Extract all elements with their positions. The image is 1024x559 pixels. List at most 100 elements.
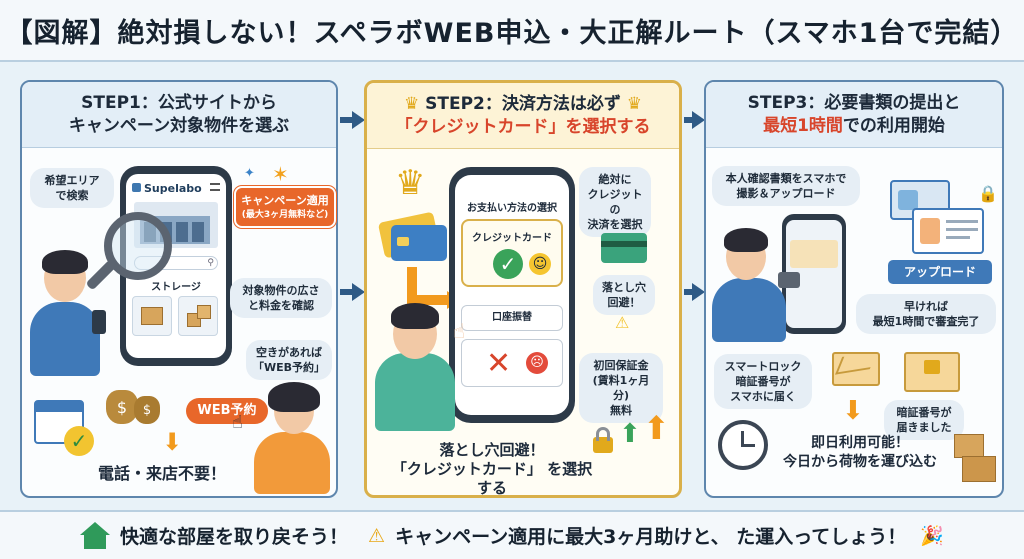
clock-icon (718, 420, 768, 470)
step3-heading-line1: STEP3：必要書類の提出と (747, 92, 961, 113)
step3-heading-line2: 最短1時間での利用開始 (763, 115, 945, 138)
sad-face-icon: ☹ (526, 352, 548, 374)
down-arrow-icon: ⬇ (842, 396, 864, 426)
pointing-person-illustration (375, 353, 455, 431)
magnifying-glass-icon (104, 212, 172, 280)
arrow-head (692, 111, 705, 129)
up-arrow-icon: ⬆ (619, 419, 641, 449)
step2-footer-line1: 落とし穴回避！ (439, 441, 545, 459)
payment-screen-title: お支払い方法の選択 (467, 203, 557, 214)
box-card-right[interactable] (178, 296, 218, 336)
person-with-phone-illustration (30, 302, 100, 376)
page-title: 【図解】絶対損しない！スペラボWEB申込・大正解ルート（スマホ1台で完結） (0, 0, 1024, 62)
padlock-icon: 🔒 (978, 184, 998, 203)
padlock-icon (593, 437, 613, 453)
money-bag-icon: $ (106, 390, 138, 424)
credit-card-icon (391, 225, 447, 261)
step1-panel: STEP1：公式サイトから キャンペーン対象物件を選ぶ 希望エリア で検索 Su… (20, 80, 338, 498)
upload-button[interactable]: アップロード (888, 260, 992, 284)
bubble-check-size-price: 対象物件の広さ と料金を確認 (230, 278, 332, 318)
arrow-head (692, 283, 705, 301)
arrow-head (352, 111, 365, 129)
padlock-shackle (596, 427, 610, 441)
arrow-step1-to-step2-top (340, 117, 354, 123)
credit-card-icon (601, 233, 647, 263)
person-hair (268, 382, 320, 412)
arrow-step2-to-step3-top (684, 117, 694, 123)
bubble-pitfall: 落とし穴 回避！ (593, 275, 655, 315)
smile-face-icon: ☺ (529, 253, 551, 275)
box-card-left[interactable] (132, 296, 172, 336)
check-circle-icon: ✓ (493, 249, 523, 279)
bubble-web-reserve: 空きがあれば 「WEB予約」 (246, 340, 332, 380)
payment-option-credit-card[interactable]: クレジットカード ✓ ☺ (461, 219, 563, 287)
step3-phone (782, 214, 846, 334)
step2-footer: 落とし穴回避！ 「クレジットカード」 を選択する (387, 441, 597, 498)
step1-heading-line2: キャンペーン対象物件を選ぶ (68, 115, 290, 136)
search-icon: ⚲ (207, 258, 214, 268)
crown-icon: ♛ (403, 93, 420, 114)
warning-icon: ⚠ (368, 524, 386, 547)
hamburger-menu-icon[interactable] (210, 183, 220, 191)
step3-footer-line1: 即日利用可能！ (811, 435, 909, 451)
step1-footer-text: 電話・来店不要！ (97, 464, 226, 483)
step2-heading: ♛ STEP2：決済方法は必ず ♛ 「クレジットカード」を選択する (367, 83, 679, 149)
bottom-text-right: キャンペーン適用に最大3ヶ月助けと、 た運入ってしょう！ (395, 526, 907, 548)
magnifier-handle (85, 259, 117, 291)
sparkle-icon: ✦ (244, 166, 255, 181)
web-reserve-button[interactable]: WEB予約 (186, 398, 268, 424)
credit-option-label: クレジットカード (472, 233, 552, 244)
envelope-icon (832, 351, 880, 386)
person-hair (391, 303, 439, 329)
step2-panel: ♛ STEP2：決済方法は必ず ♛ 「クレジットカード」を選択する ♛ お支払い… (364, 80, 682, 498)
arrow-step1-to-step2-mid (340, 289, 354, 295)
step2-heading-line1-text: STEP2：決済方法は必ず (425, 93, 621, 114)
bubble-smart-lock: スマートロック 暗証番号が スマホに届く (714, 354, 812, 409)
hand-cursor-icon: ☝ (232, 412, 243, 433)
padlock-icon (924, 360, 940, 374)
crown-icon: ♛ (395, 163, 426, 203)
step1-heading: STEP1：公式サイトから キャンペーン対象物件を選ぶ (22, 82, 336, 148)
step3-panel: STEP3：必要書類の提出と 最短1時間での利用開始 本人確認書類をスマホで 撮… (704, 80, 1004, 498)
camera-icon (778, 272, 800, 288)
rejected-option-box: ✕ ☹ (461, 339, 563, 387)
checkmark-circle-icon: ✓ (64, 426, 94, 456)
step2-footer-line2: 「クレジットカード」 を選択する (391, 460, 593, 497)
site-logo-text: Supelabo (144, 182, 202, 195)
cardboard-box-icon (954, 434, 984, 458)
person-hair (724, 228, 768, 252)
house-icon (80, 521, 111, 550)
pointing-hand-icon: ☝ (453, 319, 466, 343)
step3-heading-highlight: 最短1時間 (763, 115, 843, 136)
envelope-with-lock-icon (904, 352, 960, 392)
party-popper-icon: 🎉 (920, 525, 944, 547)
bubble-initial-deposit-free: 初回保証金 (賃料1ヶ月分) 無料 (579, 353, 663, 423)
payment-option-bank-transfer[interactable]: 口座振替 (461, 305, 563, 331)
logo-icon (132, 183, 141, 192)
small-phone-icon (92, 310, 106, 334)
arrow-head (352, 283, 365, 301)
site-logo: Supelabo (132, 182, 202, 195)
storage-label: ストレージ (151, 282, 201, 293)
crown-icon: ♛ (626, 93, 643, 114)
cardboard-box-icon (962, 456, 996, 482)
step3-heading: STEP3：必要書類の提出と 最短1時間での利用開始 (706, 82, 1002, 148)
arrow-step2-to-step3-mid (684, 289, 694, 295)
down-arrow-icon: ⬇ (162, 428, 183, 456)
bank-option-label: 口座振替 (492, 312, 532, 323)
money-bag-icon: $ (134, 396, 160, 424)
person-hair (42, 250, 88, 274)
step2-heading-line1: ♛ STEP2：決済方法は必ず ♛ (404, 93, 642, 116)
bubble-search-area: 希望エリア で検索 (30, 168, 114, 208)
step1-heading-line1: STEP1：公式サイトから (81, 92, 277, 113)
step3-footer: 即日利用可能！ 今日から荷物を運び込む (770, 434, 950, 472)
cross-mark-icon: ✕ (486, 346, 512, 381)
campaign-line1: キャンペーン適用 (241, 194, 329, 207)
bubble-review-time: 早ければ 最短1時間で審査完了 (856, 294, 996, 334)
step3-heading-rest: での利用開始 (842, 115, 945, 136)
bubble-code-arrived: 暗証番号が 届きました (884, 400, 964, 440)
bubble-upload-id: 本人確認書類をスマホで 撮影＆アップロード (712, 166, 860, 206)
bubble-must-credit: 絶対に クレジットの 決済を選択 (579, 167, 651, 237)
id-document-card (912, 208, 984, 254)
campaign-badge: キャンペーン適用 (最大3ヶ月無料など) (234, 186, 336, 228)
